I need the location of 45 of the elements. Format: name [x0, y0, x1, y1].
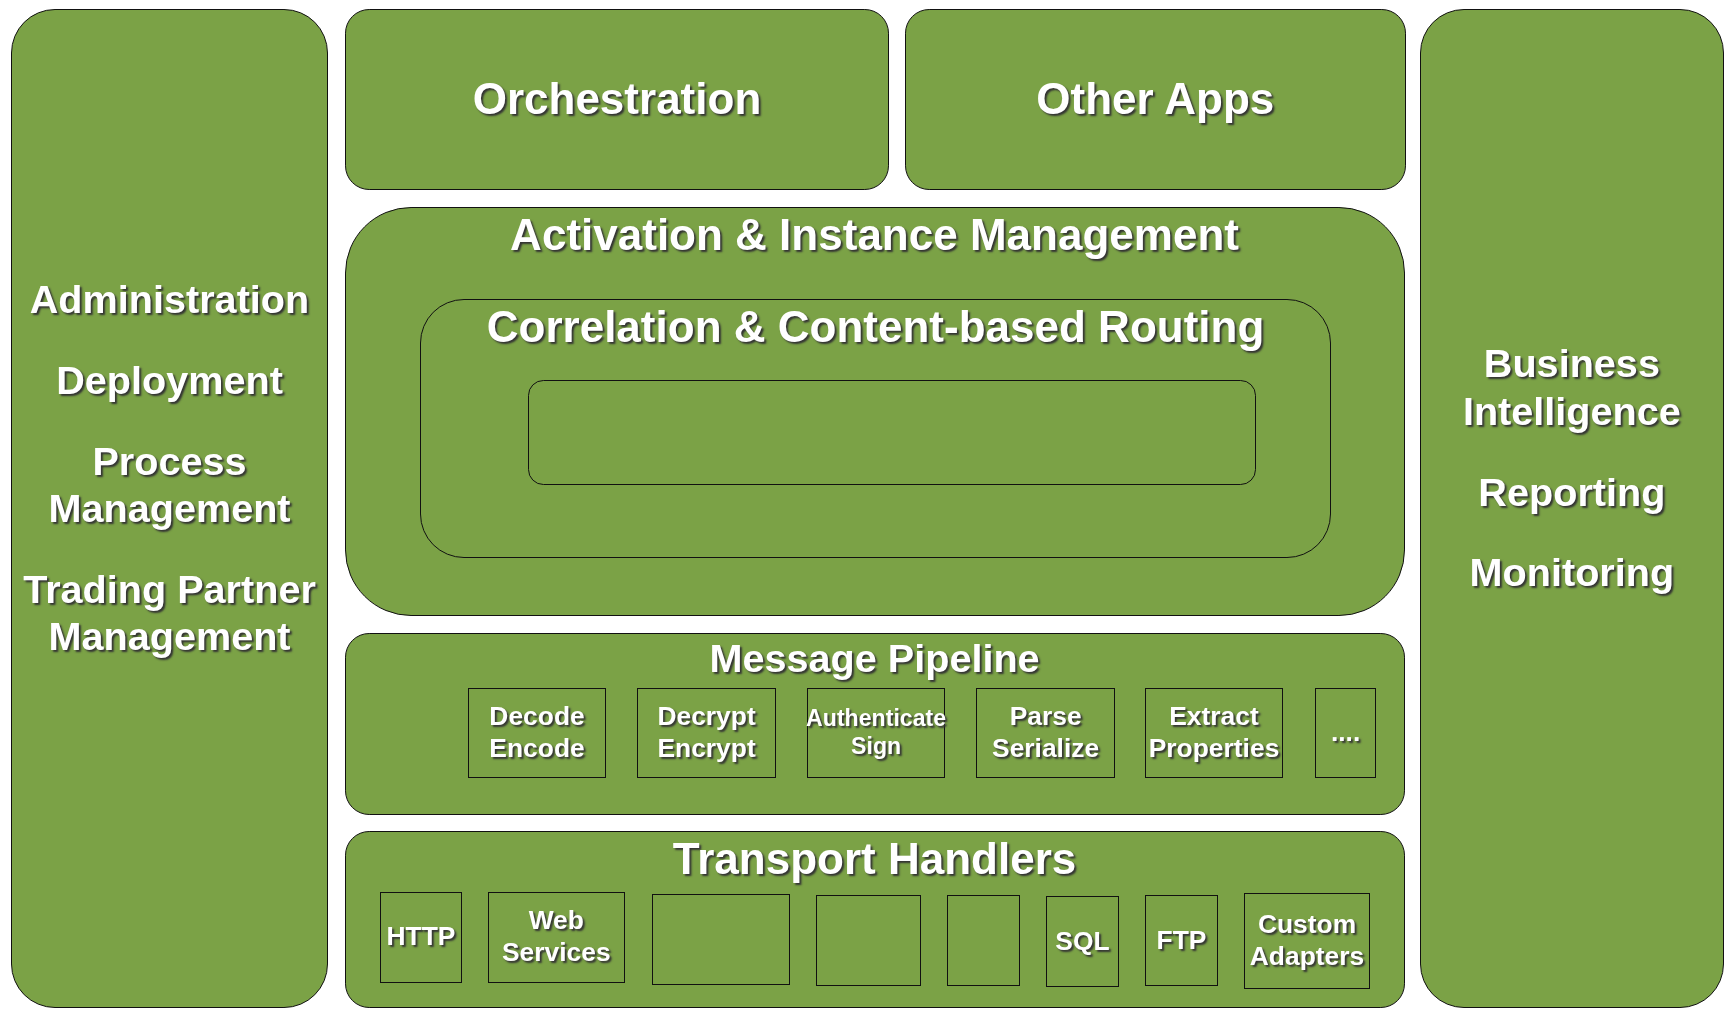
- function-label: Deployment: [56, 356, 283, 404]
- component-label: SQL: [1055, 925, 1110, 958]
- component-box: [344, 8, 890, 191]
- layer-title: Correlation & Content-based Routing: [485, 302, 1266, 354]
- layer-title: Transport Handlers: [671, 834, 1078, 885]
- component-box: [1315, 687, 1376, 779]
- layer-title: Message Pipeline: [708, 636, 1041, 682]
- component-box: [1243, 892, 1371, 990]
- layer-panel: [344, 206, 1405, 617]
- layer-title: Activation & Instance Management: [509, 210, 1240, 261]
- component-box: [946, 894, 1021, 987]
- component-box: [976, 687, 1115, 779]
- component-box: [528, 379, 1256, 486]
- component-box: [1045, 895, 1120, 988]
- component-label: Web Services: [501, 905, 612, 969]
- function-label: Process Management: [47, 437, 292, 533]
- layer-panel: [420, 299, 1331, 558]
- function-label: Trading Partner Management: [22, 565, 317, 661]
- layer-panel: [344, 831, 1405, 1009]
- component-box: [467, 687, 607, 779]
- component-label: Custom Adapters: [1248, 909, 1366, 973]
- side-panel: [1420, 8, 1724, 1009]
- component-box: [379, 891, 463, 983]
- component-label: HTTP: [386, 921, 456, 954]
- component-label: Extract Properties: [1147, 701, 1281, 765]
- component-label: Decrypt Encrypt: [656, 701, 757, 765]
- component-label: Parse Serialize: [991, 701, 1101, 765]
- function-label: Monitoring: [1469, 549, 1675, 597]
- component-box: [651, 893, 791, 986]
- component-box: [487, 891, 626, 983]
- side-panel: [11, 8, 328, 1009]
- component-label: Orchestration: [472, 73, 762, 126]
- component-label: Other Apps: [1036, 73, 1275, 126]
- component-box: [1144, 687, 1284, 779]
- component-label: FTP: [1156, 924, 1207, 957]
- component-box: [637, 687, 776, 779]
- component-label: ....: [1330, 717, 1361, 749]
- component-box: [904, 8, 1406, 191]
- component-box: [1144, 894, 1219, 987]
- component-label: Decode Encode: [488, 701, 586, 765]
- function-label: Business Intelligence: [1461, 340, 1682, 435]
- function-label: Administration: [29, 276, 310, 324]
- component-box: [815, 894, 922, 987]
- layer-panel: [344, 632, 1405, 815]
- function-label: Reporting: [1478, 468, 1666, 516]
